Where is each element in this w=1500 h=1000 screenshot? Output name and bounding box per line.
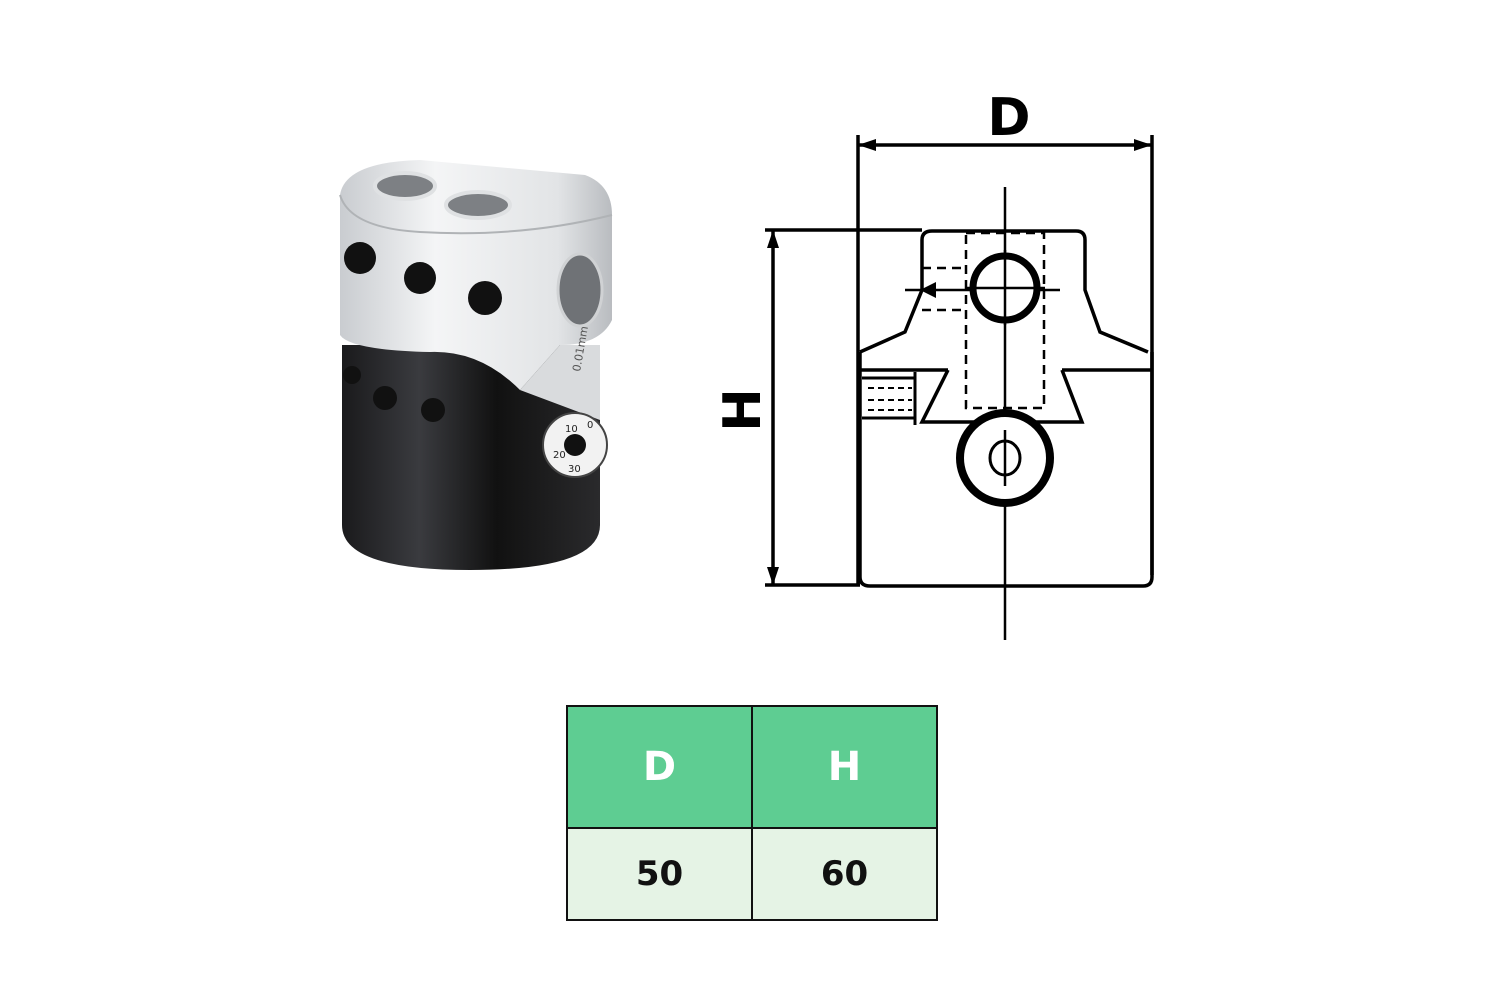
header-h: H <box>751 705 938 829</box>
boring-head-product-image: 0.01mm 10 20 30 0 <box>339 160 613 570</box>
header-d: D <box>566 705 753 829</box>
spec-table: D H 50 60 <box>566 705 938 921</box>
value-h: 60 <box>751 827 938 921</box>
spec-table-value-row: 50 60 <box>566 827 938 921</box>
dial-mark-20: 20 <box>553 450 566 461</box>
dial-mark-0: 0 <box>587 420 593 431</box>
dimension-label-d: D <box>987 88 1030 148</box>
dimension-label-h: H <box>713 388 773 432</box>
dial-mark-10: 10 <box>565 424 578 435</box>
value-d: 50 <box>566 827 753 921</box>
spec-table-header-row: D H <box>566 705 938 829</box>
technical-drawing <box>765 135 1154 640</box>
dial-mark-30: 30 <box>568 464 581 475</box>
